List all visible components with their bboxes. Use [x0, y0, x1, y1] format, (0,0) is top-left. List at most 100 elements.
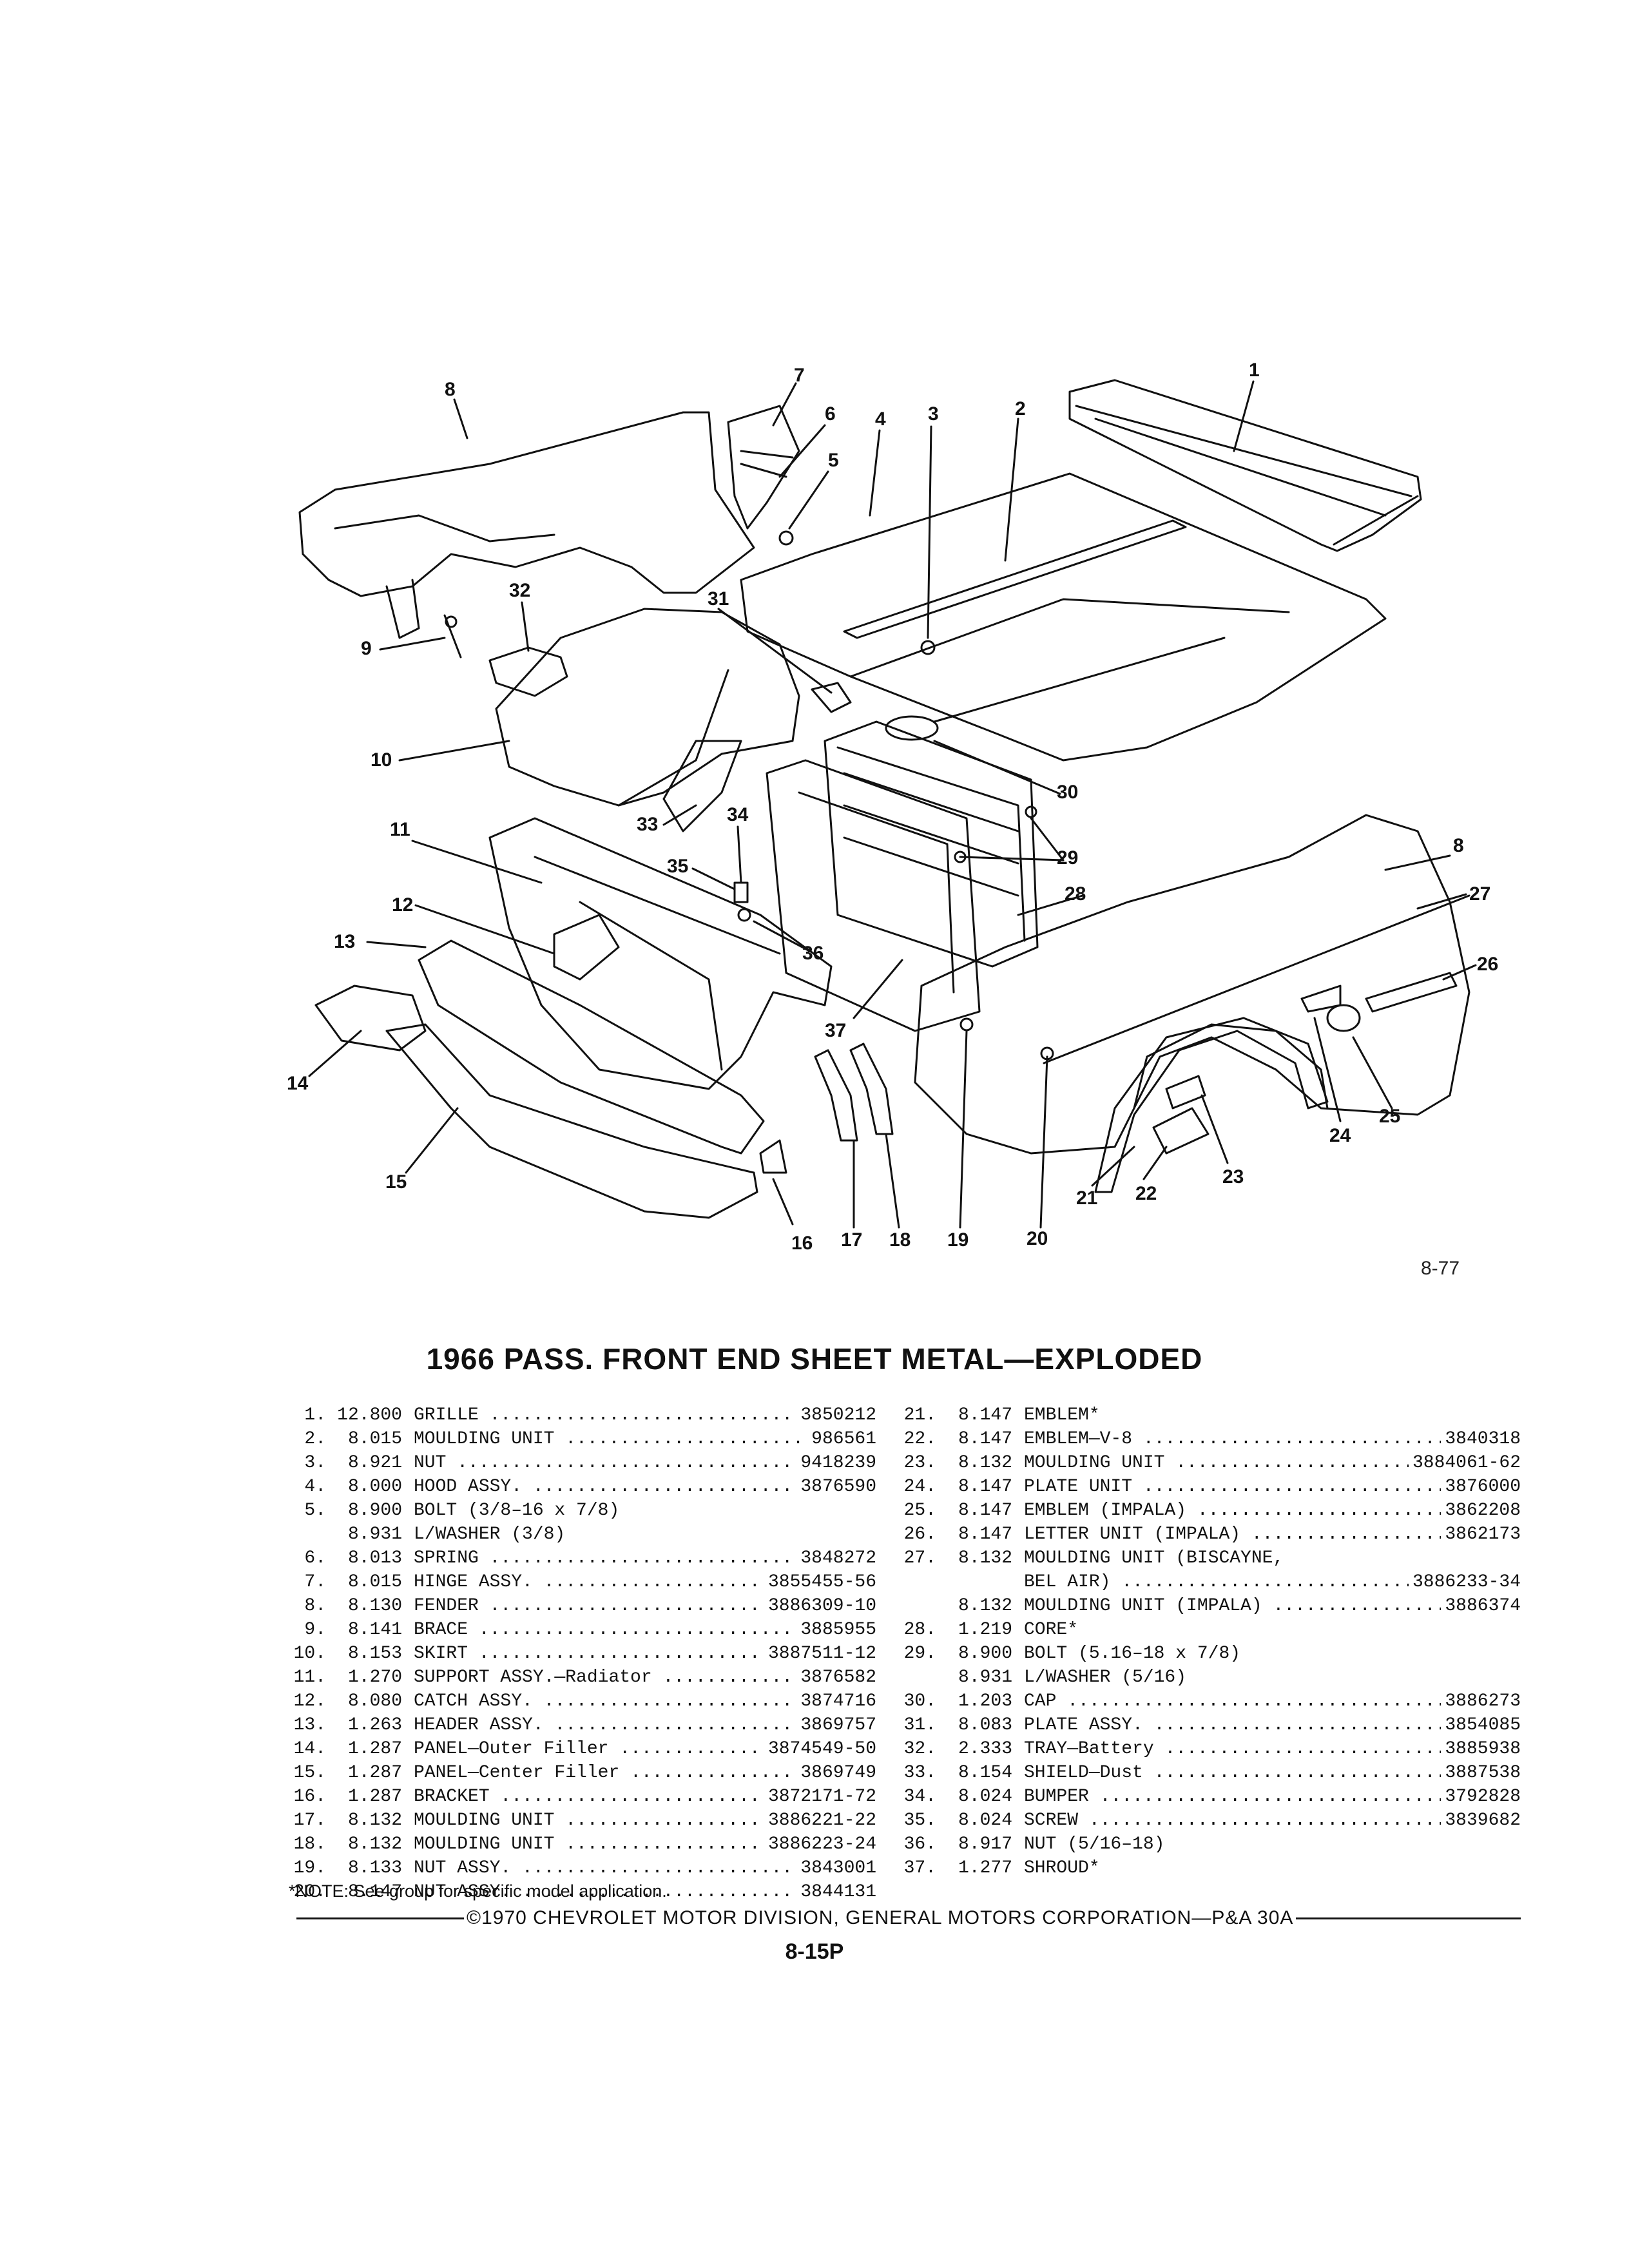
callout-12: 12 [392, 894, 414, 916]
item-number: 13. [293, 1715, 326, 1735]
group-code: 12.800 [337, 1405, 402, 1425]
item-number: 32. [903, 1739, 936, 1759]
page-number: 8-15P [785, 1939, 844, 1964]
group-code: 2.333 [958, 1739, 1012, 1759]
item-number: 10. [293, 1644, 326, 1664]
hood-part [740, 472, 1387, 762]
part-description: LETTER UNIT (IMPALA) [1024, 1523, 1441, 1546]
callout-17: 17 [841, 1229, 863, 1251]
part-description: BEL AIR) [1024, 1570, 1409, 1594]
item-number: 37. [903, 1858, 936, 1878]
parts-list-right: 21. 8.147 EMBLEM*22.8.147EMBLEM—V-83840318… [899, 1403, 1521, 1880]
part-description: MOULDING UNIT [414, 1809, 764, 1832]
part-description: SUPPORT ASSY.—Radiator [414, 1666, 796, 1689]
part-number: 3840318 [1445, 1429, 1521, 1449]
part-description: NUT (5/16–18) [1024, 1834, 1165, 1854]
part-description: NUT [414, 1451, 796, 1475]
part-number: 986561 [811, 1429, 876, 1449]
part-number [1517, 1832, 1521, 1856]
part-description: EMBLEM—V-8 [1024, 1427, 1441, 1451]
callout-31: 31 [708, 588, 729, 610]
part-number: 3876582 [800, 1667, 876, 1687]
group-code: 8.147 [958, 1524, 1012, 1544]
leader-lines [308, 380, 1477, 1229]
part-number [872, 1523, 876, 1546]
parts-row: 9.8.141BRACE3885955 [289, 1618, 876, 1642]
part-number [1517, 1642, 1521, 1666]
group-code: 8.024 [958, 1811, 1012, 1831]
callout-35: 35 [667, 856, 689, 877]
item-number: 27. [903, 1548, 936, 1568]
part-number: 3843001 [800, 1858, 876, 1878]
callout-13: 13 [334, 931, 356, 952]
item-number: 20. [293, 1882, 326, 1902]
item-number: 7. [304, 1572, 326, 1592]
callout-14: 14 [287, 1073, 309, 1094]
part-description: MOULDING UNIT [414, 1427, 807, 1451]
callout-18: 18 [889, 1229, 911, 1251]
item-number: 22. [903, 1429, 936, 1449]
item-number: 8. [304, 1596, 326, 1616]
callout-26: 26 [1477, 954, 1499, 975]
group-code: 8.132 [958, 1548, 1012, 1568]
callout-16: 16 [791, 1233, 813, 1254]
parts-row: 32. 2.333 TRAY—Battery3885938 [899, 1737, 1521, 1761]
callout-6: 6 [825, 403, 836, 425]
part-description: HEADER ASSY. [414, 1713, 796, 1737]
part-description: MOULDING UNIT (BISCAYNE, [1024, 1548, 1284, 1568]
copyright-footer: ©1970 CHEVROLET MOTOR DIVISION, GENERAL … [296, 1907, 1521, 1929]
item-number: 26. [903, 1524, 936, 1544]
part-description: TRAY—Battery [1024, 1737, 1441, 1761]
callout-28: 28 [1065, 883, 1086, 905]
part-description: BRACKET [414, 1785, 764, 1809]
part-number: 3839682 [1445, 1811, 1521, 1831]
parts-row: 27. 8.132 MOULDING UNIT (BISCAYNE, [899, 1546, 1521, 1570]
part-description: L/WASHER (3/8) [414, 1524, 566, 1544]
group-code: 8.130 [347, 1596, 402, 1616]
part-description: MOULDING UNIT [414, 1832, 764, 1856]
group-code: 1.263 [347, 1715, 402, 1735]
callout-4: 4 [875, 408, 886, 430]
item-number: 2. [304, 1429, 326, 1449]
group-code: 1.277 [958, 1858, 1012, 1878]
item-number: 16. [293, 1787, 326, 1807]
callout-9: 9 [361, 638, 372, 659]
group-code: 8.132 [958, 1453, 1012, 1473]
part-description: GRILLE [414, 1403, 796, 1427]
part-number [872, 1499, 876, 1523]
callout-24: 24 [1329, 1125, 1351, 1146]
item-number: 35. [903, 1811, 936, 1831]
part-number [1517, 1546, 1521, 1570]
part-number: 3886273 [1445, 1691, 1521, 1711]
dust-shield-part [662, 740, 742, 832]
part-number: 3874549-50 [767, 1739, 876, 1759]
callout-22: 22 [1135, 1183, 1157, 1204]
item-number [899, 1570, 936, 1594]
item-number: 21. [903, 1405, 936, 1425]
part-description: EMBLEM* [1024, 1405, 1100, 1425]
parts-row: 1.12.800GRILLE3850212 [289, 1403, 876, 1427]
part-number: 3885938 [1445, 1739, 1521, 1759]
item-number: 36. [903, 1834, 936, 1854]
copyright-text: ©1970 CHEVROLET MOTOR DIVISION, GENERAL … [467, 1907, 1294, 1928]
part-number [1517, 1856, 1521, 1880]
part-description: SHIELD—Dust [1024, 1761, 1441, 1785]
part-description: CORE* [1024, 1620, 1079, 1640]
